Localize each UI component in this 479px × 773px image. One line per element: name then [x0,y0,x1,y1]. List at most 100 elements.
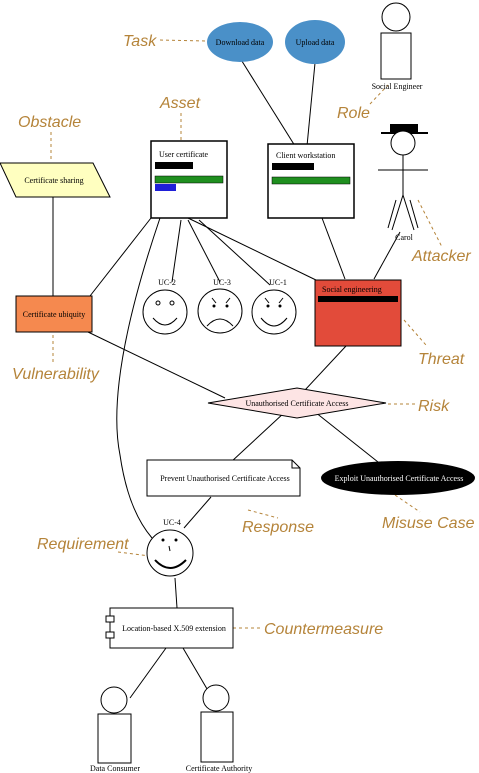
persona-uc2: UC-2 [142,278,188,335]
uc3-frown [206,318,234,327]
uc1-face-icon [251,289,297,335]
workstation-bar-green [271,176,351,185]
edge-asset-uc1 [198,219,271,286]
edge-upload-workstation [306,62,316,147]
role-tag-line [369,84,389,105]
persona-uc4-label: UC-4 [163,518,181,527]
person-head-icon [100,686,128,714]
uc3-left-eye [212,304,216,308]
role-social-engineer: Social Engineer [372,2,423,91]
uc1-right-brow [278,297,284,304]
uc1-left-brow [264,297,270,304]
role-data-consumer-label: Data Consumer [90,764,140,773]
edge-attacker-threat [373,231,401,280]
response-prevent: Prevent Unauthorised Certificate Access [146,459,301,497]
uc4-smile [154,559,187,569]
risk-unauthorised-certificate-access: Unauthorised Certificate Access [207,387,387,419]
response-label: Prevent Unauthorised Certificate Access [160,474,290,483]
obstacle-label: Certificate sharing [24,176,83,185]
tag-task: Task [123,33,157,50]
connector-lines [52,57,401,699]
misuse-case-exploit: Exploit Unauthorised Certificate Access [321,461,475,495]
asset-user-certificate-label: User certificate [159,150,209,159]
response-tag-line [247,509,279,519]
task-download-ellipse [207,22,273,62]
role-certificate-authority: Certificate Authority [186,684,252,773]
response-note-box [146,459,301,497]
uc2-left-eye [155,300,161,306]
tag-requirement: Requirement [37,536,129,553]
asset-client-workstation-label: Client workstation [276,151,335,160]
persona-uc1: UC-1 [251,278,297,335]
tag-role: Role [337,105,370,122]
tag-attacker: Attacker [411,248,471,265]
person-head-icon [381,2,411,32]
uc3-right-eye [225,304,229,308]
component-port-icon [105,615,115,623]
tag-countermeasure: Countermeasure [264,621,383,638]
asset-user-certificate: User certificate [150,140,228,219]
threat-label: Social engineering [322,285,382,294]
threat-tag-line [403,319,427,346]
attacker-head-icon [390,130,416,156]
uc4-right-eye [174,538,178,542]
misuse-ellipse [321,461,475,495]
role-certificate-authority-label: Certificate Authority [186,764,252,773]
attacker-hat-icon [390,124,418,133]
edge-risk-response [230,411,286,463]
edge-countermeasure-authority [182,647,211,695]
uc2-smile [152,317,178,326]
edge-vulnerability-risk [87,331,226,399]
asset-bar-black [155,162,193,169]
obstacle-parallelogram [0,162,111,198]
person-body-icon [97,713,132,764]
persona-uc3-label: UC-3 [213,278,231,287]
uc1-smile [260,317,288,327]
edge-asset-uc3 [187,219,221,283]
response-note-fold [291,460,300,469]
misuse-label: Exploit Unauthorised Certificate Access [335,474,464,483]
persona-uc2-label: UC-2 [158,278,176,287]
vulnerability-box [15,295,93,333]
tag-vulnerability: Vulnerability [12,366,100,383]
uc2-face-icon [142,289,188,335]
threat-box [314,279,402,347]
uc4-nose [168,545,171,552]
vulnerability-certificate-ubiquity: Certificate ubiquity [15,295,93,333]
task-upload-label: Upload data [296,38,335,47]
tag-obstacle: Obstacle [18,114,81,131]
persona-uc3: UC-3 [197,278,243,334]
countermeasure-label: Location-based X.509 extension [122,624,226,633]
person-head-icon [202,684,230,712]
task-upload-data: Upload data [285,20,345,64]
workstation-bar-black [272,163,314,170]
edge-download-workstation [239,57,296,147]
edge-workstation-threat [321,217,346,280]
person-body-icon [200,711,234,763]
component-port-icon [105,631,115,639]
task-download-label: Download data [216,38,265,47]
edge-uc4-countermeasure [174,577,178,609]
edge-asset-threat [187,217,319,282]
edge-asset-vulnerability [89,217,152,297]
asset-bar-green [154,175,224,184]
uc2-right-eye [169,300,175,306]
task-download-data: Download data [207,22,273,62]
person-body-icon [380,32,412,80]
edge-response-uc4 [183,496,212,529]
attacker-tag-line [417,199,443,248]
tag-asset: Asset [159,95,201,112]
uc1-right-eye [278,304,282,308]
attacker-carol-label: Carol [395,233,414,242]
edge-threat-risk [304,345,347,391]
uc3-left-brow [211,297,217,304]
attacker-legs [387,194,419,231]
risk-diamond [207,387,387,419]
role-social-engineer-label: Social Engineer [372,82,423,91]
threat-social-engineering: Social engineering [314,279,402,347]
persona-uc4: UC-4 [146,518,194,577]
threat-bar [318,296,398,302]
edge-countermeasure-consumer [129,647,167,699]
uc4-face-icon [146,529,194,577]
